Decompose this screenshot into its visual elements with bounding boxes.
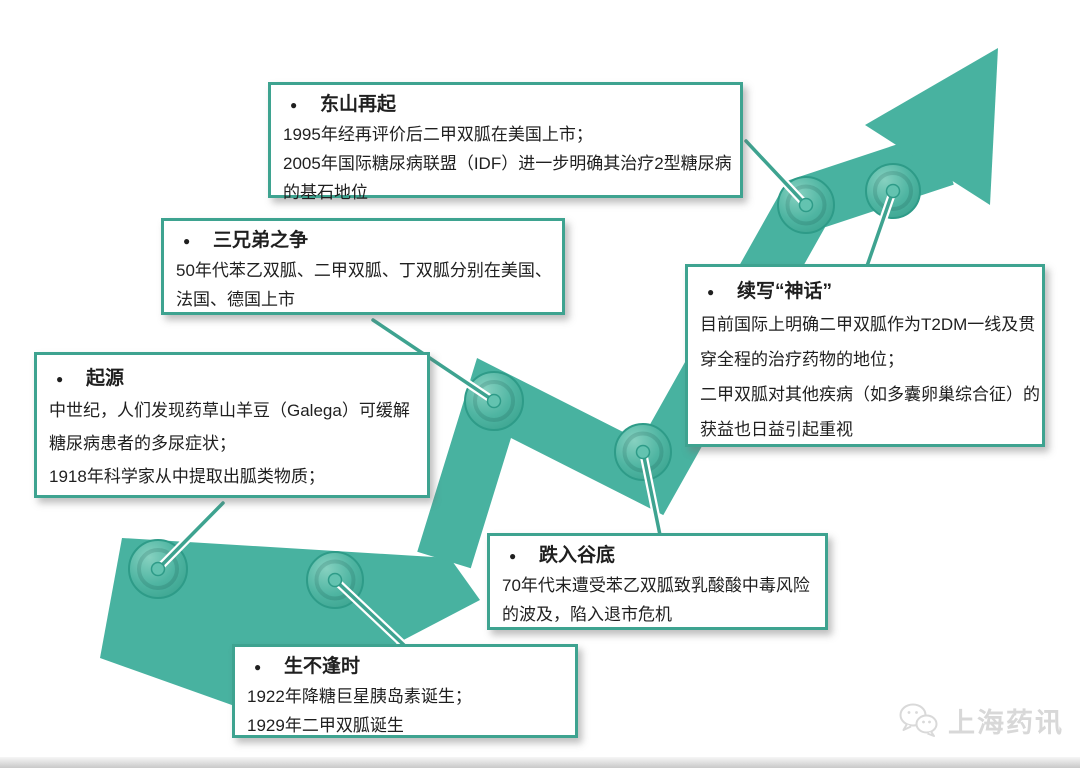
callout-title: 续写“神话” [737,281,833,302]
box-text-line: 1918年科学家从中提取出胍类物质； [49,467,325,486]
node-connector-lines [154,137,897,650]
callout-title-row: ● 起源 [49,364,415,394]
box-text-line: 的基石地位 [283,183,368,202]
box-text-line: 50年代苯乙双胍、二甲双胍、丁双胍分别在美国、 [176,261,552,280]
callout-title-row: ● 东山再起 [283,90,728,120]
callout-comeback: ● 东山再起 1995年经再评价后二甲双胍在美国上市； 2005年国际糖尿病联盟（… [268,82,743,202]
box-text-line: 70年代末遭受苯乙双胍致乳酸酸中毒风险 [502,576,810,595]
bullet-icon: ● [509,549,517,563]
watermark-text: 上海药讯 [948,707,1064,738]
box-text-line: 1929年二甲双胍诞生 [247,716,404,735]
box-text-line: 1995年经再评价后二甲双胍在美国上市； [283,125,593,144]
callout-body: 1995年经再评价后二甲双胍在美国上市； 2005年国际糖尿病联盟（IDF）进一步… [283,120,732,207]
callout-body: 中世纪，人们发现药草山羊豆（Galega）可缓解糖尿病患者的多尿症状； 1918年… [49,394,415,493]
callout-body: 目前国际上明确二甲双胍作为T2DM一线及贯穿全程的治疗药物的地位； 二甲双胍对其他… [700,307,1040,447]
bullet-icon: ● [254,660,262,674]
arrow-tail-band [100,538,480,715]
wechat-icon [899,703,938,737]
callout-title: 东山再起 [320,94,397,115]
callout-body: 50年代苯乙双胍、二甲双胍、丁双胍分别在美国、法国、德国上市 [176,256,552,314]
callout-myth: ● 续写“神话” 目前国际上明确二甲双胍作为T2DM一线及贯穿全程的治疗药物的地… [685,264,1045,447]
box-text-line: 1922年降糖巨星胰岛素诞生； [247,687,472,706]
box-text-line: 二甲双胍对其他疾病（如多囊卵巢综合征）的 [700,385,1040,404]
bullet-icon: ● [707,285,715,299]
callout-origin: ● 起源 中世纪，人们发现药草山羊豆（Galega）可缓解糖尿病患者的多尿症状；… [34,352,430,498]
callout-title-row: ● 跌入谷底 [502,541,813,571]
box-text-line: 穿全程的治疗药物的地位； [700,350,904,369]
callout-title-row: ● 三兄弟之争 [176,226,550,256]
box-text-line: 中世纪，人们发现药草山羊豆（Galega）可缓解 [49,401,410,420]
callout-title: 生不逢时 [284,656,361,677]
bullet-icon: ● [56,372,64,386]
bullet-icon: ● [290,98,298,112]
box-text-line: 法国、德国上市 [176,290,295,309]
watermark: 上海药讯 [898,698,1064,742]
callout-title: 起源 [86,368,125,389]
box-text-line: 糖尿病患者的多尿症状； [49,434,236,453]
box-text-line: 目前国际上明确二甲双胍作为T2DM一线及贯 [700,315,1036,334]
callout-title: 三兄弟之争 [213,230,309,251]
box-text-line: 的波及，陷入退市危机 [502,605,672,624]
callout-title-row: ● 续写“神话” [700,277,1030,307]
callout-title-row: ● 生不逢时 [247,652,563,682]
node-center-knobs [150,183,901,588]
callout-body: 1922年降糖巨星胰岛素诞生； 1929年二甲双胍诞生 [247,682,563,740]
bullet-icon: ● [183,234,191,248]
callout-wrongtime: ● 生不逢时 1922年降糖巨星胰岛素诞生； 1929年二甲双胍诞生 [232,644,578,738]
bottom-edge-strip [0,757,1080,768]
box-text-line: 2005年国际糖尿病联盟（IDF）进一步明确其治疗2型糖尿病 [283,154,732,173]
callout-brothers: ● 三兄弟之争 50年代苯乙双胍、二甲双胍、丁双胍分别在美国、法国、德国上市 [161,218,565,315]
callout-valley: ● 跌入谷底 70年代末遭受苯乙双胍致乳酸酸中毒风险的波及，陷入退市危机 [487,533,828,630]
callout-body: 70年代末遭受苯乙双胍致乳酸酸中毒风险的波及，陷入退市危机 [502,571,813,629]
box-text-line: 获益也日益引起重视 [700,420,853,439]
callout-title: 跌入谷底 [539,545,616,566]
arrowhead-icon [865,48,998,205]
